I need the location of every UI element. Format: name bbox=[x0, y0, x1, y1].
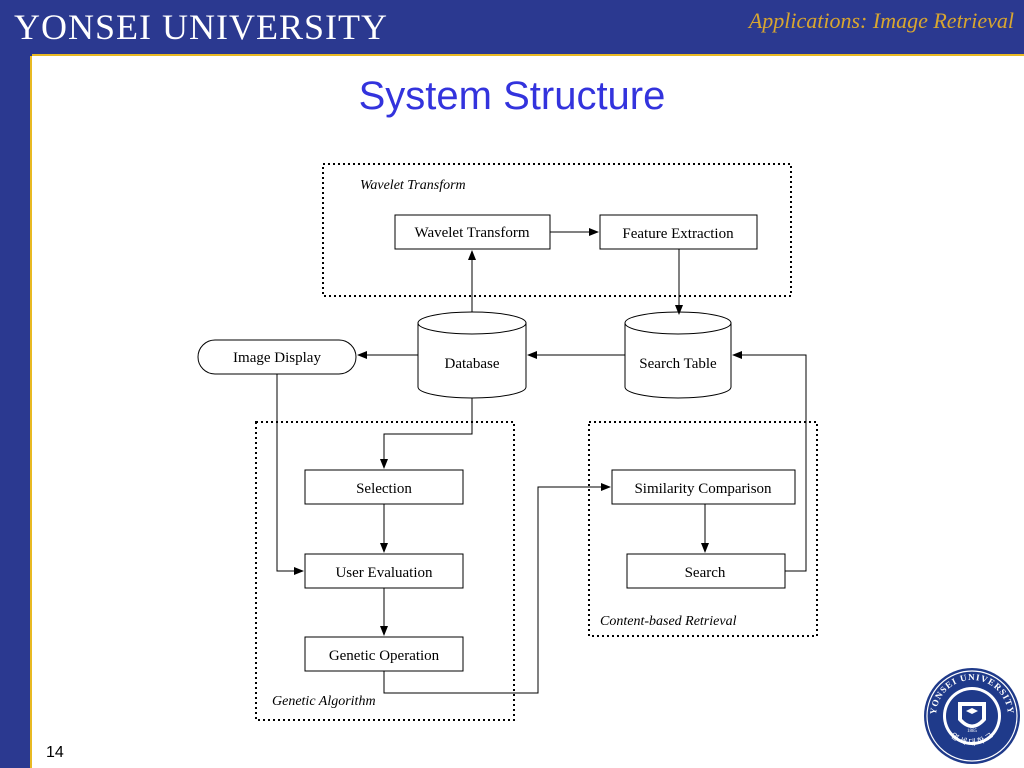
genetic-operation-box: Genetic Operation bbox=[304, 636, 464, 672]
search-box: Search bbox=[626, 553, 786, 589]
yonsei-seal-logo: 1885 YONSEI UNIVERSITY 연 세 대 학 교 bbox=[924, 668, 1020, 764]
image-display-node: Image Display bbox=[197, 339, 357, 375]
slide-title: System Structure bbox=[358, 74, 666, 118]
arrow-database-to-selection bbox=[380, 398, 473, 469]
selection-box: Selection bbox=[304, 469, 464, 505]
wavelet-transform-label: Wavelet Transform bbox=[414, 225, 529, 241]
selection-label: Selection bbox=[356, 481, 412, 497]
feature-extraction-box: Feature Extraction bbox=[599, 214, 758, 250]
wavelet-group-label: Wavelet Transform bbox=[360, 178, 466, 193]
genetic-group-frame bbox=[255, 421, 515, 721]
genetic-operation-label: Genetic Operation bbox=[329, 648, 440, 664]
search-table-cylinder: Search Table bbox=[624, 311, 732, 399]
arrow-image-display-to-evaluation bbox=[276, 374, 304, 575]
arrow-search-to-search-table bbox=[732, 351, 807, 572]
feature-extraction-label: Feature Extraction bbox=[622, 226, 734, 242]
left-sidebar bbox=[0, 54, 32, 768]
page-number: 14 bbox=[46, 744, 64, 761]
content-group-label: Content-based Retrieval bbox=[600, 614, 737, 629]
content-group-frame bbox=[588, 421, 818, 637]
similarity-comparison-box: Similarity Comparison bbox=[611, 469, 796, 505]
genetic-group-label: Genetic Algorithm bbox=[272, 694, 376, 709]
user-evaluation-label: User Evaluation bbox=[335, 565, 433, 581]
header-subtitle: Applications: Image Retrieval bbox=[748, 8, 1014, 33]
seal-year: 1885 bbox=[967, 729, 978, 734]
database-cylinder: Database bbox=[417, 311, 527, 399]
wavelet-transform-box: Wavelet Transform bbox=[394, 214, 551, 250]
sidebar-edge bbox=[30, 56, 32, 768]
header-bar: YONSEI UNIVERSITY Applications: Image Re… bbox=[0, 0, 1024, 56]
database-label: Database bbox=[445, 356, 500, 372]
arrow-genetic-op-to-similarity bbox=[383, 483, 611, 694]
image-display-label: Image Display bbox=[233, 350, 321, 366]
header-divider bbox=[0, 54, 1024, 56]
university-name: YONSEI UNIVERSITY bbox=[14, 7, 388, 47]
search-label: Search bbox=[685, 565, 726, 581]
search-table-label: Search Table bbox=[639, 356, 717, 372]
similarity-comparison-label: Similarity Comparison bbox=[634, 481, 772, 497]
user-evaluation-box: User Evaluation bbox=[304, 553, 464, 589]
